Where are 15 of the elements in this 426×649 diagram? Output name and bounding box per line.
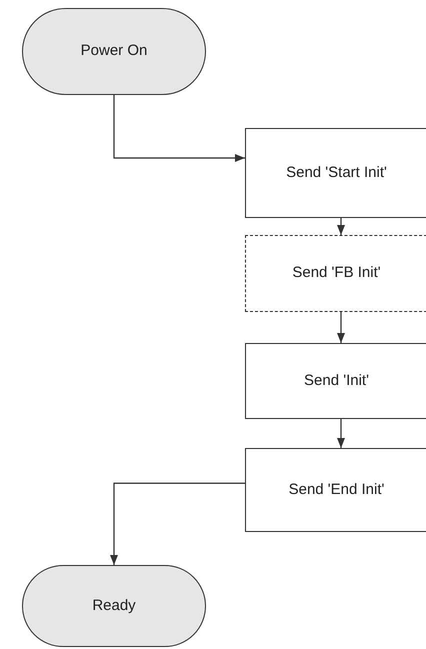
node-label: Send 'Init' (304, 370, 369, 391)
arrow (337, 312, 345, 343)
process-box (245, 235, 426, 312)
node-label: Ready (92, 596, 136, 616)
node-label: Send 'End Init' (288, 480, 384, 500)
arrow (110, 482, 245, 565)
process-box (245, 343, 426, 419)
arrow (337, 218, 345, 235)
node-label: Power On (80, 41, 148, 62)
arrow (113, 95, 245, 162)
arrow (337, 419, 345, 448)
node-label: Send 'Start Init' (286, 162, 387, 183)
process-box (245, 448, 426, 532)
process-box (245, 128, 426, 218)
node-label: Send 'FB Init' (292, 263, 381, 284)
